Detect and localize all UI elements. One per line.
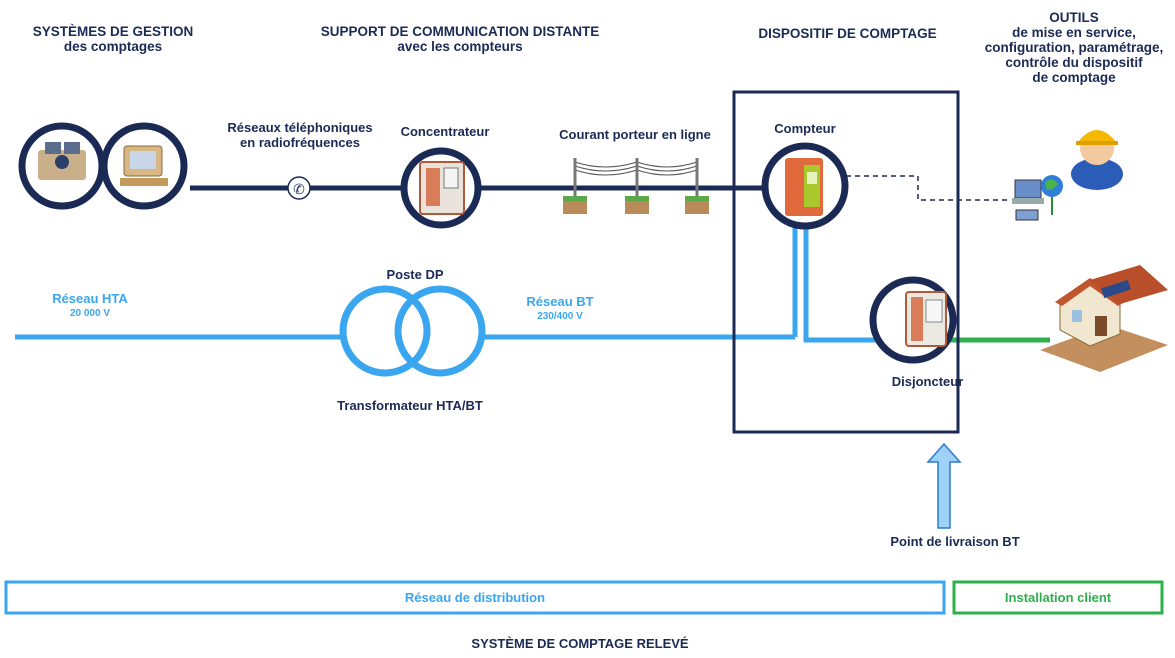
header-gestion-subtitle: des comptages xyxy=(63,39,163,54)
label-distribution: Réseau de distribution xyxy=(404,590,546,605)
meter-icon xyxy=(761,142,849,230)
label-bt-voltage: 230/400 V xyxy=(537,311,583,322)
installation-bar xyxy=(952,580,1164,615)
header-outils-line-5: de comptage xyxy=(1032,70,1116,85)
header-gestion: SYSTÈMES DE GESTION des comptages xyxy=(8,24,218,54)
header-outils: OUTILS de mise en service, configuration… xyxy=(975,10,1173,85)
label-reseau-bt: Réseau BT xyxy=(526,294,594,309)
powerline-poles-icon xyxy=(563,158,709,214)
header-support-title: SUPPORT DE COMMUNICATION DISTANTE xyxy=(320,24,600,39)
label-reseaux-line-2: en radiofréquences xyxy=(240,135,360,150)
management-computer-icon xyxy=(100,122,188,210)
label-cpl: Courant porteur en ligne xyxy=(559,127,711,142)
label-transformateur: Transformateur HTA/BT xyxy=(337,398,483,413)
header-dispositif: DISPOSITIF DE COMPTAGE xyxy=(758,26,937,41)
management-operator-icon xyxy=(18,122,106,210)
label-hta-voltage: 20 000 V xyxy=(69,308,111,319)
laptop-globe-icon xyxy=(1012,175,1063,221)
header-outils-line-3: configuration, paramétrage, xyxy=(984,40,1164,55)
label-disjoncteur: Disjoncteur xyxy=(891,374,964,389)
label-reseau-hta: Réseau HTA xyxy=(52,291,128,306)
svg-text:✆: ✆ xyxy=(293,182,305,198)
metering-device-box xyxy=(732,90,960,434)
footer-title: SYSTÈME DE COMPTAGE RELEVÉ xyxy=(471,636,689,651)
header-support: SUPPORT DE COMMUNICATION DISTANTE avec l… xyxy=(270,24,650,54)
concentrator-icon xyxy=(400,147,482,229)
house-icon xyxy=(1040,265,1168,372)
header-outils-line-2: de mise en service, xyxy=(1012,25,1136,40)
tools-dashed-link xyxy=(828,175,1010,201)
header-outils-line-4: contrôle du dispositif xyxy=(1005,55,1143,70)
label-reseaux-line-1: Réseaux téléphoniques xyxy=(227,120,373,135)
label-concentrateur: Concentrateur xyxy=(400,124,490,139)
label-reseaux: Réseaux téléphoniques en radiofréquences xyxy=(195,120,405,150)
distribution-bar xyxy=(4,580,946,615)
transformer-icon xyxy=(339,285,486,377)
header-gestion-title: SYSTÈMES DE GESTION xyxy=(32,24,194,39)
delivery-point-arrow xyxy=(926,442,962,529)
worker-icon xyxy=(1071,130,1123,190)
label-installation: Installation client xyxy=(1004,590,1112,605)
header-outils-title: OUTILS xyxy=(1049,10,1099,25)
header-support-subtitle: avec les compteurs xyxy=(397,39,523,54)
circuit-breaker-icon xyxy=(869,276,957,364)
label-poste-dp: Poste DP xyxy=(386,267,444,282)
label-point-livraison: Point de livraison BT xyxy=(890,534,1020,549)
telephone-icon: ✆ xyxy=(287,176,311,200)
label-compteur: Compteur xyxy=(774,121,836,136)
